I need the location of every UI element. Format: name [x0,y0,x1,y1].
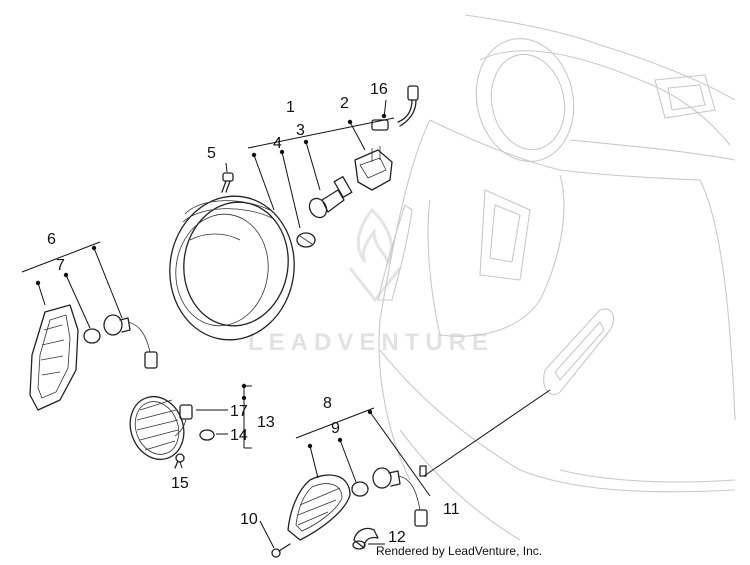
bulb-socket-2 [354,146,393,191]
wire-clip [419,465,427,477]
screw-15 [174,453,185,469]
callout-2: 2 [340,95,349,112]
scooter-body [377,14,736,541]
callout-4: 4 [273,135,282,152]
leader-lines [21,99,551,549]
screw-10 [271,543,291,558]
elbow-fitting-12 [352,527,379,550]
callout-14: 14 [230,427,248,444]
connector-16 [371,85,419,131]
callout-6: 6 [47,231,56,248]
render-credit: Rendered by LeadVenture, Inc. [376,544,543,558]
callout-7: 7 [56,257,65,274]
indicator-bulb-9 [351,481,369,497]
right-indicator-lens [287,474,351,541]
bulb-4 [296,232,316,248]
callout-3: 3 [296,122,305,139]
callout-8: 8 [323,395,332,412]
screw-5 [221,172,234,193]
callout-17: 17 [230,403,248,420]
callout-5: 5 [207,145,216,162]
callout-16: 16 [370,81,388,98]
callout-15: 15 [171,475,189,492]
indicator-socket [103,314,158,369]
callout-13: 13 [257,414,275,431]
headlight-bulb-3 [308,176,353,219]
round-light-assembly [129,395,215,461]
callout-labels: 1 2 3 4 5 6 7 8 9 10 11 12 13 14 15 16 1… [47,81,460,546]
callout-1: 1 [286,99,295,116]
indicator-socket-right [372,467,428,527]
callout-9: 9 [331,420,340,437]
headlight-rim [169,195,295,341]
left-indicator-lens [29,304,79,411]
bracket-dots [35,113,387,449]
callout-12: 12 [388,529,406,546]
watermark: LEADVENTURE [248,207,494,356]
indicator-bulb-7 [83,328,101,344]
watermark-text: LEADVENTURE [248,329,494,356]
callout-11: 11 [443,501,460,518]
callout-10: 10 [240,511,258,528]
flame-logo-icon [348,207,402,303]
